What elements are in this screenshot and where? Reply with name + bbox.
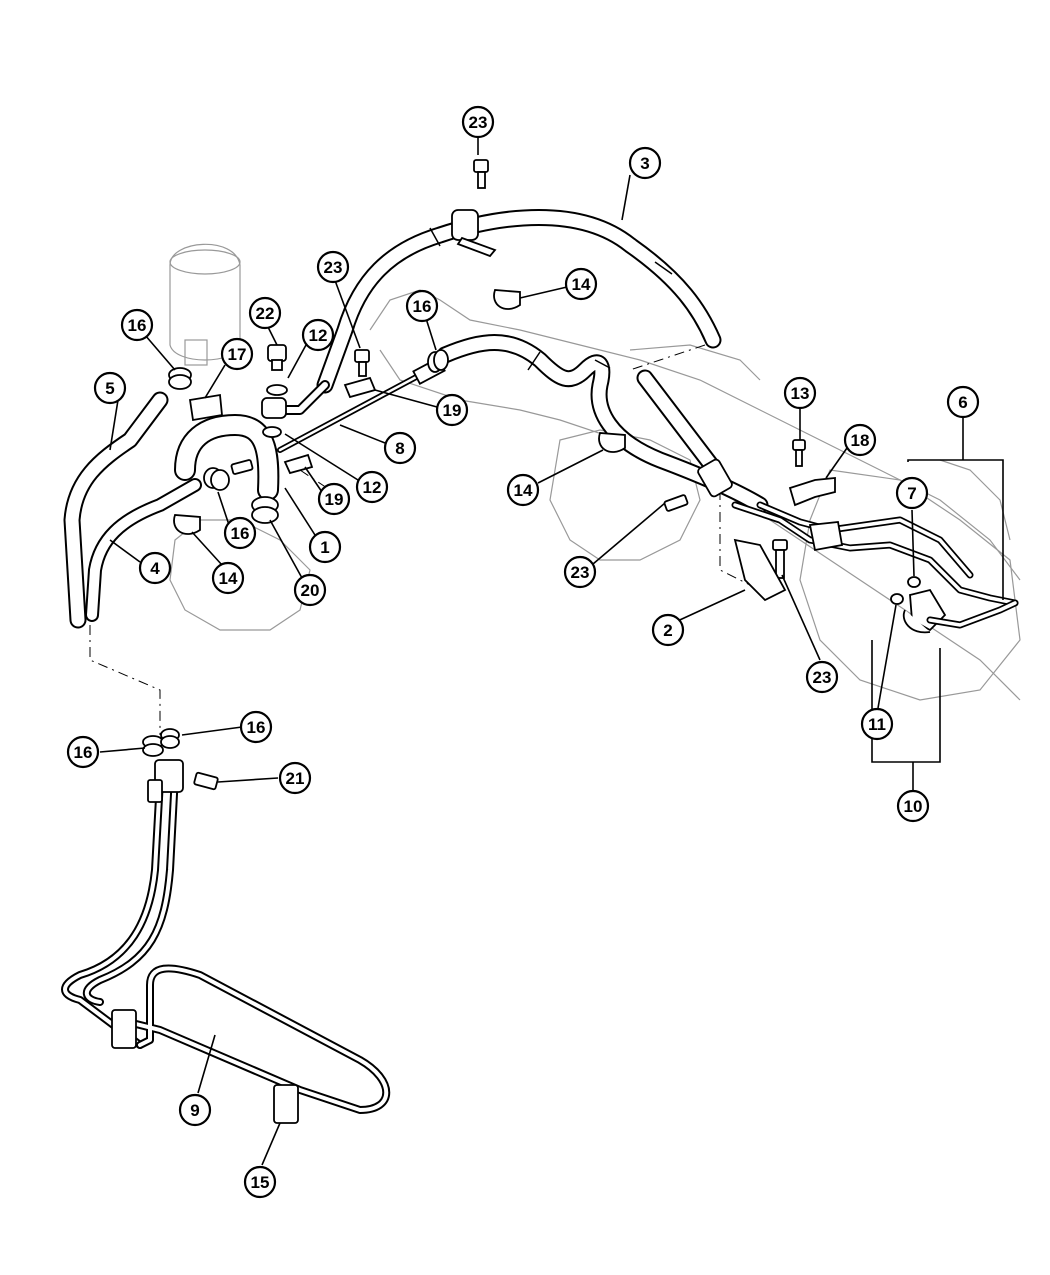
callout-16-lower-left: 16: [66, 735, 100, 769]
return-hoses-left: [63, 391, 202, 629]
svg-text:16: 16: [413, 297, 432, 316]
svg-text:16: 16: [231, 524, 250, 543]
clamp-16-cooler: [142, 728, 180, 757]
callouts: 23 3 23 14 22 12 16 16 17 5 19 8 12 19 1…: [66, 105, 980, 1199]
callout-6: 6: [946, 385, 980, 419]
svg-text:23: 23: [813, 668, 832, 687]
callout-23-mid: 23: [563, 555, 597, 589]
svg-text:5: 5: [105, 379, 114, 398]
svg-text:8: 8: [395, 439, 404, 458]
callout-23-bracket: 23: [805, 660, 839, 694]
callout-20: 20: [293, 573, 327, 607]
svg-text:16: 16: [74, 743, 93, 762]
svg-text:19: 19: [443, 401, 462, 420]
callout-7: 7: [895, 476, 929, 510]
svg-text:17: 17: [228, 345, 247, 364]
callout-4: 4: [138, 551, 172, 585]
svg-text:12: 12: [363, 478, 382, 497]
callout-21: 22: [248, 296, 282, 330]
svg-text:14: 14: [514, 481, 533, 500]
callout-13: 13: [783, 376, 817, 410]
svg-text:6: 6: [958, 393, 967, 412]
svg-text:23: 23: [324, 258, 343, 277]
callout-3: 3: [628, 146, 662, 180]
callout-23-top: 23: [316, 250, 350, 284]
callout-16-hose1: 16: [223, 516, 257, 550]
callout-16-left: 16: [120, 308, 154, 342]
clamp-16-reservoir: [168, 367, 192, 390]
callout-19-lower: 19: [317, 482, 351, 516]
svg-text:9: 9: [190, 1101, 199, 1120]
callout-19-top: 19: [435, 393, 469, 427]
svg-text:13: 13: [791, 384, 810, 403]
callout-10: 10: [896, 789, 930, 823]
callout-5: 5: [93, 371, 127, 405]
svg-text:1: 1: [320, 538, 329, 557]
callout-1: 1: [308, 530, 342, 564]
svg-text:23: 23: [469, 113, 488, 132]
return-elbow-hose: [174, 414, 280, 501]
svg-text:14: 14: [572, 275, 591, 294]
callout-16-lower-right: 16: [239, 710, 273, 744]
svg-text:14: 14: [219, 569, 238, 588]
callout-15: 15: [243, 1165, 277, 1199]
leader-lines: [99, 135, 1004, 1166]
svg-text:10: 10: [904, 797, 923, 816]
svg-text:12: 12: [309, 326, 328, 345]
svg-text:23: 23: [571, 563, 590, 582]
svg-text:18: 18: [851, 431, 870, 450]
pressure-hose: [280, 209, 722, 415]
svg-text:19: 19: [325, 490, 344, 509]
callout-14-top: 14: [564, 267, 598, 301]
cooler-line: [61, 759, 391, 1114]
callout-23-lower: 21: [278, 761, 312, 795]
svg-text:16: 16: [128, 316, 147, 335]
engine-background-outline: [169, 289, 1021, 701]
gear-tubes: [731, 501, 1019, 634]
callout-16-mid: 16: [405, 289, 439, 323]
callout-8: 8: [383, 431, 417, 465]
callout-9: 9: [178, 1093, 212, 1127]
svg-text:3: 3: [640, 154, 649, 173]
svg-text:2: 2: [663, 621, 672, 640]
svg-text:21: 21: [286, 769, 305, 788]
callout-22: 23: [461, 105, 495, 139]
svg-text:11: 11: [868, 715, 886, 734]
svg-text:7: 7: [907, 484, 916, 503]
callout-14-left: 14: [211, 561, 245, 595]
svg-text:20: 20: [301, 581, 320, 600]
callout-2: 2: [651, 613, 685, 647]
callout-17: 17: [220, 337, 254, 371]
svg-text:16: 16: [247, 718, 266, 737]
callout-12-lower: 12: [355, 470, 389, 504]
return-hose-gear: [436, 334, 769, 514]
callout-11: 11: [860, 707, 894, 741]
svg-text:22: 22: [256, 304, 275, 323]
clamp-16-hose1: [203, 467, 230, 491]
svg-text:15: 15: [251, 1173, 270, 1192]
clamp-16-hose-gear: [427, 349, 449, 373]
pressure-hose-lower: [636, 369, 733, 498]
svg-text:4: 4: [150, 559, 160, 578]
callout-14-mid: 14: [506, 473, 540, 507]
callout-12-top: 12: [301, 318, 335, 352]
callout-18: 18: [843, 423, 877, 457]
small-parts: [142, 159, 921, 1124]
